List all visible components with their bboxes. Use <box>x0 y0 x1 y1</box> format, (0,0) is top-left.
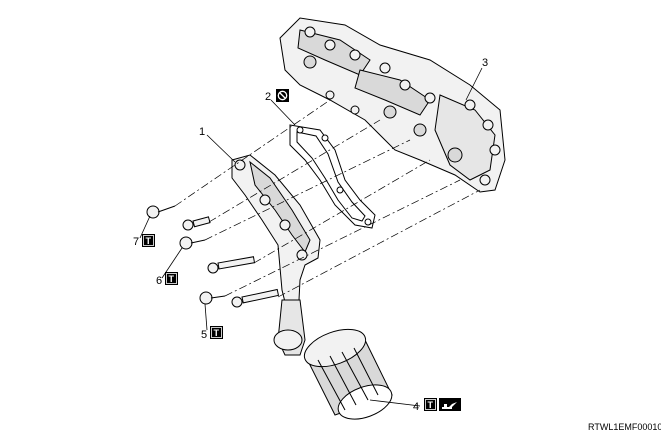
torque-icon: T <box>210 326 223 339</box>
callout-number: 5 <box>201 329 207 341</box>
oil-can-icon <box>439 398 461 411</box>
callout-1: 1 <box>199 126 205 138</box>
callout-number: 1 <box>199 126 205 138</box>
torque-glyph: T <box>169 274 175 284</box>
torque-icon: T <box>424 398 437 411</box>
bolt-upper <box>182 216 211 231</box>
callout-number: 4 <box>413 401 419 413</box>
bolt-long <box>207 256 256 274</box>
torque-icon: T <box>142 234 155 247</box>
no-reuse-icon <box>276 89 289 102</box>
part-4-oil-filter <box>273 328 393 420</box>
bolt-part-6 <box>179 236 206 250</box>
callout-number: 3 <box>482 57 488 69</box>
figure-id: RTWL1EMF000101 <box>588 422 661 432</box>
callout-6: 6 T <box>156 272 178 287</box>
callout-5: 5 T <box>201 326 223 341</box>
callout-number: 2 <box>265 91 271 103</box>
callout-2: 2 <box>265 89 289 103</box>
assembly-lines <box>174 99 481 298</box>
part-3-housing <box>279 17 506 193</box>
part-1-filter-bracket <box>231 154 321 356</box>
bolts <box>146 205 280 308</box>
bolt-part-5 <box>199 291 226 305</box>
callout-number: 7 <box>133 236 139 248</box>
callout-7: 7 T <box>133 234 155 248</box>
torque-glyph: T <box>214 328 220 338</box>
bolt-part-7 <box>146 205 176 219</box>
torque-icon: T <box>165 272 178 285</box>
callout-4: 4 T <box>413 398 461 413</box>
callout-number: 6 <box>156 275 162 287</box>
torque-glyph: T <box>428 400 434 410</box>
callout-3: 3 <box>482 57 488 69</box>
torque-glyph: T <box>146 236 152 246</box>
bolt-lower <box>231 288 280 308</box>
part-2-gasket <box>289 124 376 229</box>
